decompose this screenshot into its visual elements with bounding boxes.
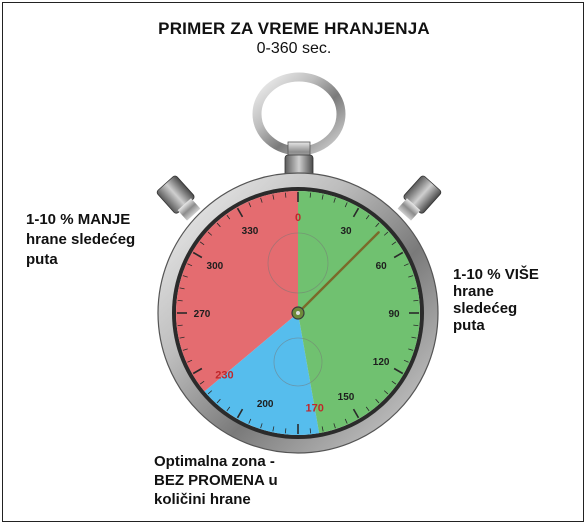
upper-subdial [267,232,329,294]
dial-tick [199,241,205,246]
dial-tick [260,423,263,429]
dial-tick [182,348,188,351]
note-line: Optimalna zona - [154,453,275,470]
dial-tick [413,324,419,327]
left-pusher [156,175,201,221]
dial-label: 0 [295,212,301,224]
dial-tick [216,222,221,228]
dial-tick [413,299,419,302]
dial-zones [176,191,420,435]
dial-tick [408,275,414,278]
dial-tick [321,194,324,200]
dial-tick [216,398,221,404]
dial-tick [284,192,287,198]
dial-tick [411,336,417,339]
note-line: 1-10 % VIŠE [453,266,539,283]
note-line: puta [26,251,58,268]
dial-tick [375,222,380,228]
dial-label: 60 [376,261,388,272]
dial-tick [352,408,360,419]
dial-labels: 0 30 60 90 120 150 170 200 230 270 300 330 [194,212,400,415]
dial-tick [272,426,275,432]
dial-tick [383,231,389,236]
right-pusher [397,175,442,221]
dial-tick [192,367,203,375]
note-line: hrane sledećeg [26,231,136,248]
note-line: BEZ PROMENA u [154,472,278,489]
dial-tick [187,263,193,267]
zone-more [298,191,420,434]
dial-tick [177,299,183,302]
dial-tick [207,231,213,236]
dial-tick [284,428,287,434]
dial-tick [177,324,183,327]
dial-tick [260,197,263,203]
note-line: 1-10 % MANJE [26,211,131,228]
note-less-food: 1-10 % MANJE hrane sledećeg puta [26,210,176,270]
dial-tick [321,426,324,432]
dial-tick [333,423,336,429]
zone-optimal [204,313,320,435]
dial-tick [199,380,205,385]
zone-less [176,191,298,392]
dial-tick [352,207,360,218]
dial-label: 120 [373,357,390,368]
dial-label: 30 [340,226,352,237]
dial-label: 90 [388,309,400,320]
dial-tick [272,194,275,200]
dial-tick [226,214,231,220]
dial-label: 300 [207,261,224,272]
dial-tick [391,241,397,246]
note-optimal-zone: Optimalna zona - BEZ PROMENA u količini … [154,452,344,509]
dial-ticks [177,192,419,434]
dial-tick [403,263,409,267]
dial-tick [344,418,348,424]
figure-subtitle: 0-360 sec. [256,40,332,57]
dial-tick [236,408,244,419]
dial-tick [187,359,193,363]
dial-tick [383,390,389,395]
dial-tick [365,406,370,412]
dial-tick [309,192,312,198]
dial-tick [411,287,417,290]
dial-tick [207,390,213,395]
lower-subdial [273,337,323,387]
figure-title: PRIMER ZA VREME HRANJENJA [158,19,430,38]
dial-tick [403,359,409,363]
dial-tick [365,214,370,220]
dial-label: 200 [257,399,274,410]
dial-tick [333,197,336,203]
note-line: sledećeg [453,300,518,317]
dial-label: 170 [305,403,323,415]
dial-label: 270 [194,309,211,320]
note-line: hrane [453,283,494,300]
dial-tick [179,336,185,339]
dial-tick [236,207,244,218]
dial-tick [309,428,312,434]
dial-tick [182,275,188,278]
stopwatch-hand [296,231,380,315]
note-more-food: 1-10 % VIŠE hrane sledećeg puta [453,266,573,334]
stopwatch-ring [252,72,346,156]
dial-tick [226,406,231,412]
dial-tick [393,251,404,259]
note-line: količini hrane [154,491,251,508]
dial-tick [344,202,348,208]
dial-tick [391,380,397,385]
dial-tick [393,367,404,375]
dial-label: 230 [215,370,233,382]
dial-tick [248,418,252,424]
note-line: puta [453,317,485,334]
dial-tick [375,398,380,404]
dial-tick [248,202,252,208]
dial-tick [408,348,414,351]
dial-tick [192,251,203,259]
dial-label: 330 [242,226,259,237]
dial-label: 150 [338,392,355,403]
dial-tick [179,287,185,290]
